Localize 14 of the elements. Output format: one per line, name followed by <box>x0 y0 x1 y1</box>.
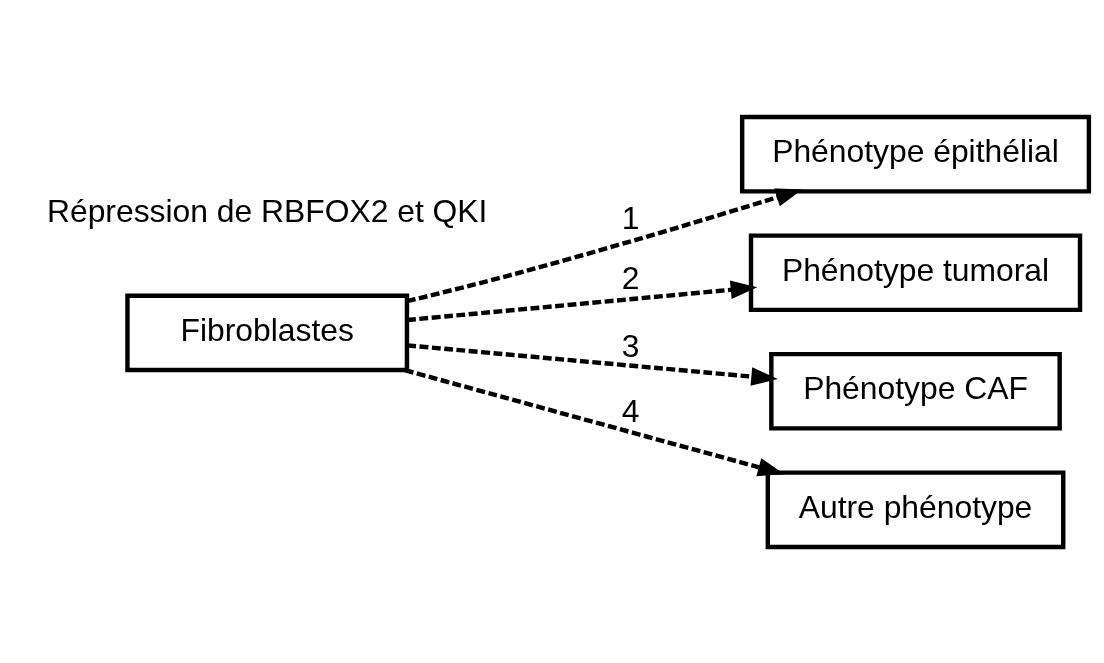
edge-label: 2 <box>621 259 640 296</box>
arrow <box>406 187 803 303</box>
edge-label: 3 <box>621 327 640 364</box>
arrow <box>407 280 758 322</box>
label: Répression de RBFOX2 et QKI <box>46 192 488 229</box>
arrow <box>404 367 785 476</box>
node-box: Phénotype CAF <box>769 351 1062 431</box>
node-box: Fibroblastes <box>125 293 410 372</box>
arrow <box>407 342 778 386</box>
edge-label: 4 <box>621 392 640 429</box>
node-box: Phénotype tumoral <box>748 232 1083 312</box>
node-box: Phénotype épithélial <box>739 114 1092 194</box>
edge-label: 1 <box>621 199 640 236</box>
node-box: Autre phénotype <box>765 469 1066 549</box>
